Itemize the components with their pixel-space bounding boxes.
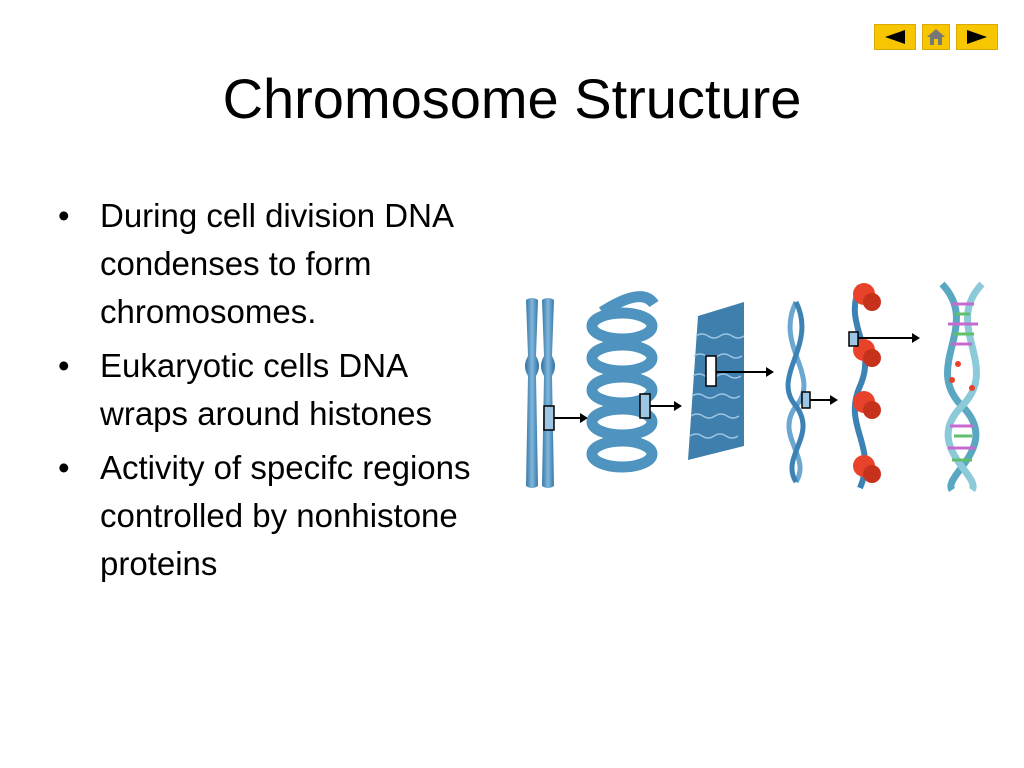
chromosome-icon (525, 298, 588, 488)
bullet-glyph: • (58, 347, 70, 384)
bullet-glyph: • (58, 197, 70, 234)
bullet-list: • During cell division DNA condenses to … (58, 192, 488, 594)
bullet-item: • During cell division DNA condenses to … (58, 192, 488, 336)
nucleosomes-icon (848, 283, 920, 490)
next-button[interactable] (956, 24, 998, 50)
supercoil-icon (586, 291, 682, 473)
bullet-text: During cell division DNA condenses to fo… (100, 197, 453, 330)
navigation-bar (874, 24, 998, 50)
chromatin-fiber-icon (688, 302, 774, 460)
triangle-right-icon (967, 30, 987, 44)
triangle-left-icon (885, 30, 905, 44)
looped-fiber-icon (785, 300, 838, 484)
house-icon (927, 29, 945, 45)
dna-double-helix-icon (939, 281, 985, 493)
home-button[interactable] (922, 24, 950, 50)
bullet-glyph: • (58, 449, 70, 486)
chromosome-structure-figure (525, 281, 985, 493)
previous-button[interactable] (874, 24, 916, 50)
bullet-item: • Activity of specifc regions controlled… (58, 444, 488, 588)
bullet-text: Eukaryotic cells DNA wraps around histon… (100, 347, 433, 432)
slide-title: Chromosome Structure (222, 67, 802, 130)
bullet-text: Activity of specifc regions controlled b… (100, 449, 471, 582)
bullet-item: • Eukaryotic cells DNA wraps around hist… (58, 342, 488, 438)
